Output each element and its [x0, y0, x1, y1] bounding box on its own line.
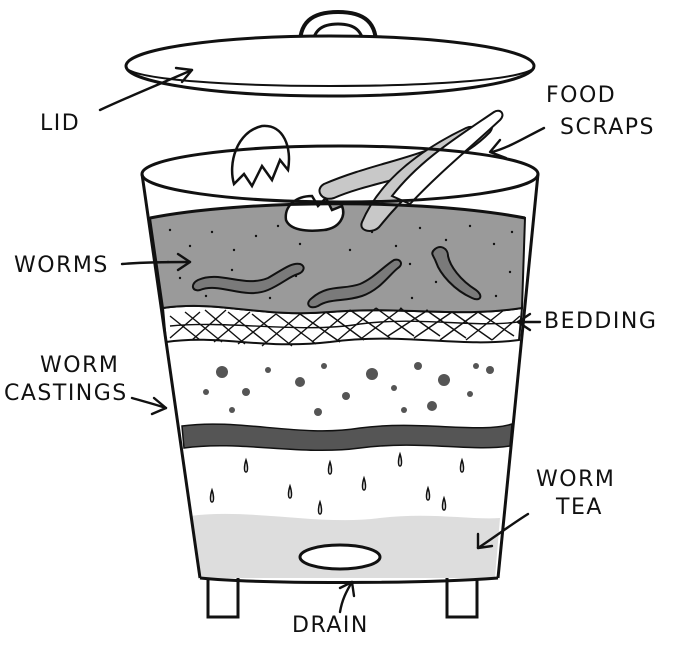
label-worm-castings-line1: WORM [40, 354, 119, 378]
label-bedding: BEDDING [544, 310, 657, 334]
castings-pellets [203, 362, 494, 416]
lid [126, 12, 534, 96]
label-drain: DRAIN [292, 614, 369, 638]
label-food-scraps-line2: SCRAPS [560, 116, 655, 140]
label-worm-tea-line1: WORM [536, 468, 615, 492]
eggshell-1 [232, 126, 289, 186]
label-worm-tea-line2: TEA [556, 496, 603, 520]
label-food-scraps-line1: FOOD [546, 84, 616, 108]
label-lid: LID [40, 112, 80, 136]
label-worms: WORMS [14, 254, 109, 278]
label-worm-castings-line2: CASTINGS [4, 382, 128, 406]
tea-droplets [211, 454, 464, 514]
drain [300, 545, 380, 569]
